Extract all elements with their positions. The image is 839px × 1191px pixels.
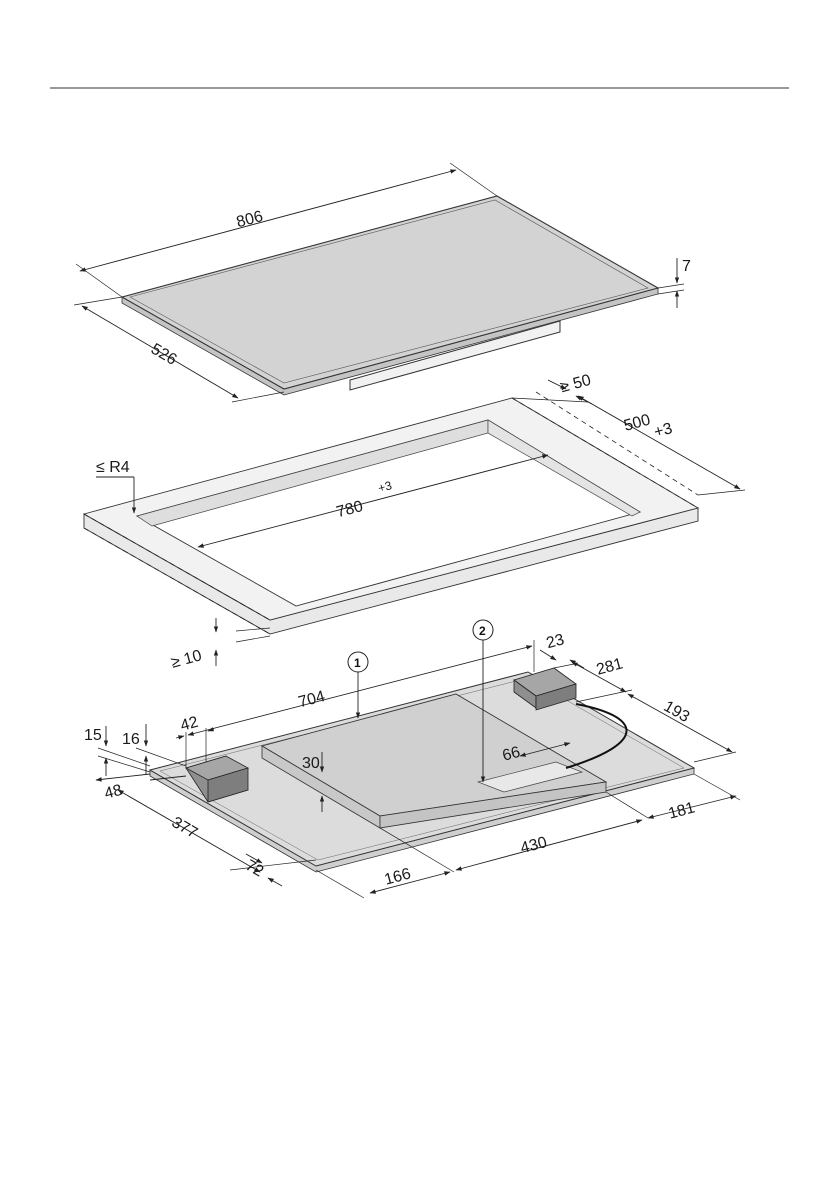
label-23: 23 <box>545 631 567 652</box>
label-281: 281 <box>595 655 625 678</box>
label-704: 704 <box>297 688 327 711</box>
callout-1-label: 1 <box>354 656 361 670</box>
label-181: 181 <box>667 799 697 822</box>
label-377: 377 <box>169 814 201 842</box>
label-526: 526 <box>148 341 180 369</box>
label-500: 500 <box>622 411 652 434</box>
label-780-tol: +3 <box>377 478 394 495</box>
label-500-tol: +3 <box>652 420 674 441</box>
power-cable <box>565 703 628 769</box>
label-780: 780 <box>335 498 365 521</box>
dimension-min-10: ≥ 10 <box>169 618 271 672</box>
label-min-50: ≥ 50 <box>559 372 593 396</box>
dimension-166: 166 <box>315 827 455 899</box>
dimension-66: 66 <box>501 742 571 765</box>
label-66: 66 <box>501 744 523 765</box>
label-7: 7 <box>682 258 691 275</box>
dimension-72: 72 <box>229 853 317 887</box>
callout-1: 1 <box>347 651 369 719</box>
label-30: 30 <box>302 755 320 772</box>
dimension-42: 42 <box>175 714 215 762</box>
label-193: 193 <box>661 698 693 726</box>
callout-2-label: 2 <box>479 624 486 638</box>
dimension-30: 30 <box>302 752 325 812</box>
label-16: 16 <box>122 731 140 748</box>
corner-radius-callout: ≤ R4 <box>96 459 137 514</box>
dimension-181: 181 <box>647 773 741 823</box>
dimension-7: 7 <box>657 258 691 308</box>
dimension-806: 806 <box>75 162 498 298</box>
dimension-704: 704 <box>185 640 535 768</box>
label-806: 806 <box>235 208 265 231</box>
label-min-10: ≥ 10 <box>169 647 203 671</box>
dimension-16: 16 <box>122 724 187 774</box>
dimension-500: 500 +3 <box>577 395 746 496</box>
dimension-min-50: ≥ 50 <box>511 372 593 405</box>
worktop-frame <box>82 397 700 635</box>
label-166: 166 <box>383 865 413 888</box>
dimension-23: 23 <box>539 631 585 669</box>
hob-glass <box>120 195 660 396</box>
label-15: 15 <box>84 727 102 744</box>
label-430: 430 <box>519 834 549 857</box>
dimension-430: 430 <box>455 791 649 871</box>
dimension-15: 15 <box>84 726 151 776</box>
label-42: 42 <box>179 714 201 735</box>
label-72: 72 <box>242 857 266 881</box>
label-r4: ≤ R4 <box>96 459 130 476</box>
dimension-281: 281 <box>571 655 633 703</box>
dimension-780: 780 +3 <box>197 454 549 548</box>
